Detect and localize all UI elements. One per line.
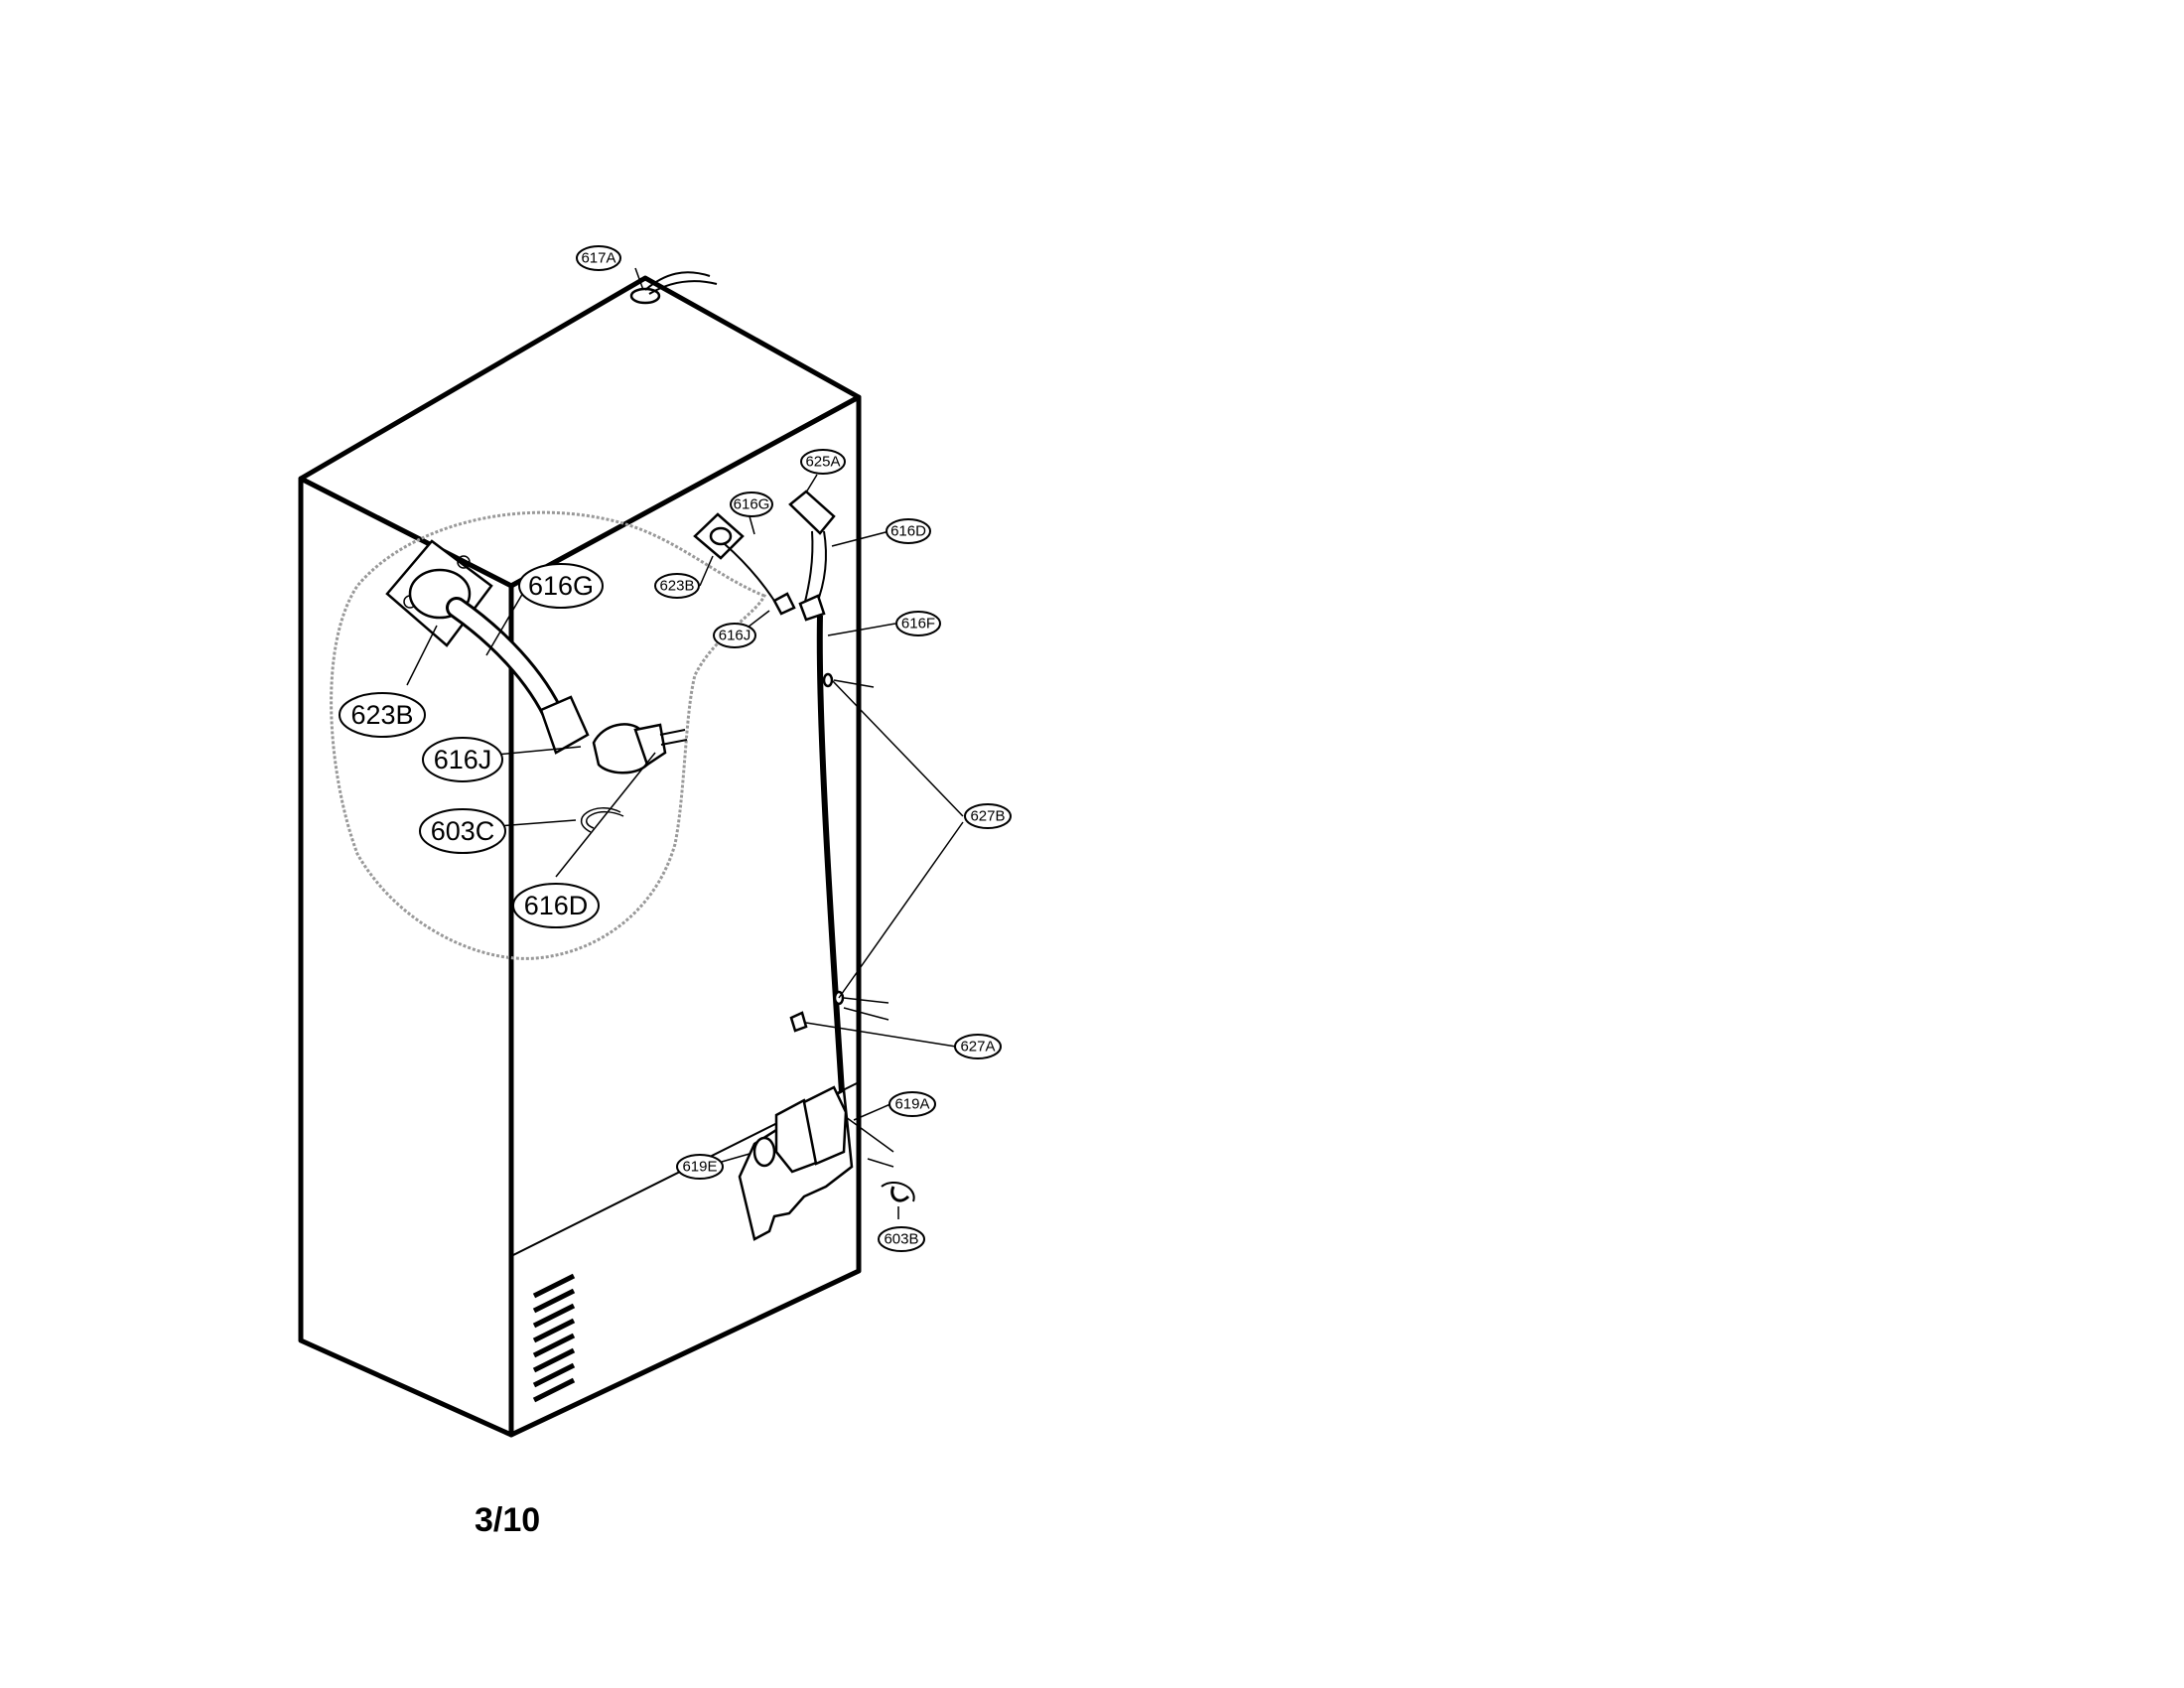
- label-616J-small: 616J: [719, 628, 751, 644]
- label-619A: 619A: [894, 1096, 929, 1113]
- page-number: 3/10: [475, 1501, 541, 1539]
- detail-parts: [385, 539, 688, 833]
- callout-623B-small: 623B: [654, 573, 700, 599]
- refrigerator-cabinet: [298, 275, 862, 1438]
- label-616G-large: 616G: [528, 571, 594, 601]
- callout-616F: 616F: [895, 611, 941, 636]
- label-627B: 627B: [970, 808, 1005, 825]
- callout-627A: 627A: [954, 1034, 1002, 1059]
- callout-603B: 603B: [878, 1226, 925, 1252]
- callout-616D-small: 616D: [886, 518, 931, 544]
- callout-619A: 619A: [888, 1091, 936, 1117]
- rear-view-parts: [693, 490, 915, 1241]
- callout-623B-large: 623B: [339, 692, 426, 738]
- label-616F: 616F: [901, 616, 935, 633]
- label-623B-large: 623B: [350, 700, 413, 730]
- label-603B: 603B: [884, 1231, 918, 1248]
- callout-616J-small: 616J: [713, 623, 756, 648]
- label-616D-large: 616D: [524, 891, 589, 920]
- callout-625A: 625A: [800, 449, 846, 475]
- callout-603C-large: 603C: [419, 808, 506, 854]
- label-623B-small: 623B: [659, 578, 694, 595]
- label-616G-small: 616G: [734, 496, 770, 513]
- callout-617A: 617A: [576, 245, 621, 271]
- label-617A: 617A: [581, 250, 615, 267]
- label-616J-large: 616J: [434, 745, 492, 774]
- leader-lines: [406, 267, 964, 1219]
- label-625A: 625A: [805, 454, 840, 471]
- callout-616D-large: 616D: [512, 883, 600, 928]
- callout-616G-large: 616G: [518, 563, 604, 609]
- callout-616G-small: 616G: [730, 492, 773, 517]
- label-603C-large: 603C: [431, 816, 495, 846]
- vent-grille: [532, 1273, 576, 1403]
- label-616D-small: 616D: [890, 523, 926, 540]
- label-619E: 619E: [682, 1159, 717, 1176]
- top-grommet-617A: [629, 271, 718, 305]
- callout-616J-large: 616J: [422, 737, 503, 782]
- callout-627B: 627B: [964, 803, 1012, 829]
- callout-619E: 619E: [676, 1154, 724, 1180]
- label-627A: 627A: [960, 1039, 995, 1055]
